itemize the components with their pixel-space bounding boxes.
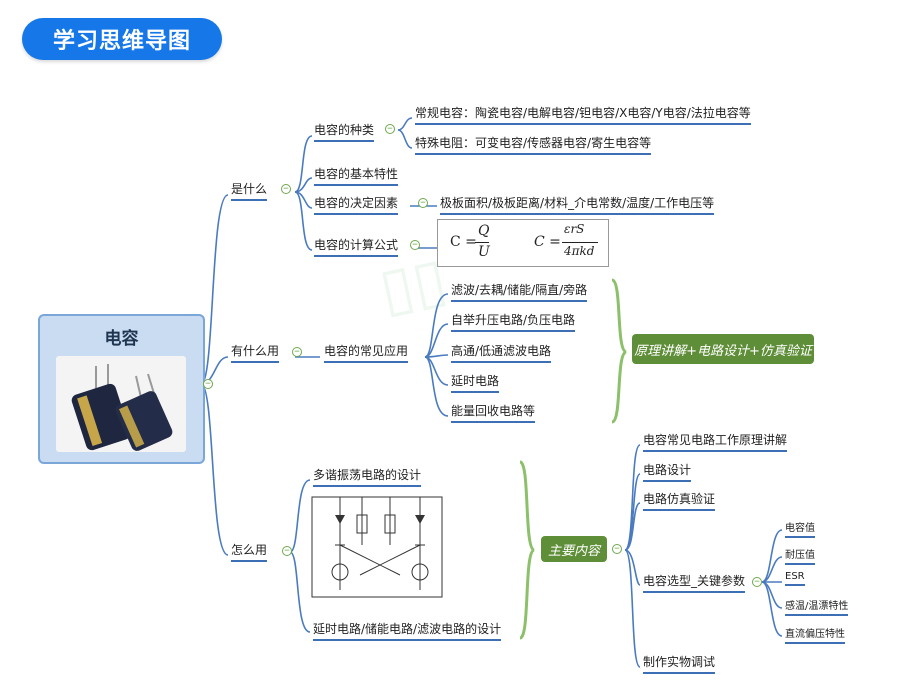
branch-use[interactable]: 有什么用 xyxy=(231,342,280,363)
node-content-3[interactable]: 电路仿真验证 xyxy=(643,490,716,511)
node-app-1[interactable]: 滤波/去耦/储能/隔直/旁路 xyxy=(451,281,588,302)
node-param-5[interactable]: 直流偏压特性 xyxy=(785,625,845,644)
formula-image: C = Q U C = εrS 4πkd xyxy=(437,219,609,267)
formula1-den: U xyxy=(478,244,490,260)
node-content-5[interactable]: 制作实物调试 xyxy=(643,653,716,674)
collapse-toggle-what[interactable]: − xyxy=(281,184,291,194)
formula1-num: Q xyxy=(478,223,490,239)
node-basic[interactable]: 电容的基本特性 xyxy=(314,165,399,186)
formula2-num: εrS xyxy=(564,222,585,236)
root-node[interactable]: 电容 xyxy=(38,314,205,464)
capacitor-image xyxy=(56,356,186,452)
node-content-4[interactable]: 电容选型_关键参数 xyxy=(643,572,746,593)
collapse-toggle-use[interactable]: − xyxy=(292,347,302,357)
connector-root-how xyxy=(200,383,229,556)
node-param-3[interactable]: ESR xyxy=(785,571,805,586)
formula2-lhs: C = xyxy=(534,234,561,250)
collapse-toggle-how[interactable]: − xyxy=(282,546,292,556)
connector-root-what xyxy=(200,194,229,385)
node-types[interactable]: 电容的种类 xyxy=(314,121,375,142)
bracket-apps xyxy=(610,278,628,424)
branch-how[interactable]: 怎么用 xyxy=(231,541,268,562)
node-param-2[interactable]: 耐压值 xyxy=(785,546,815,565)
node-apps[interactable]: 电容的常见应用 xyxy=(324,342,409,363)
node-formula[interactable]: 电容的计算公式 xyxy=(314,236,399,257)
node-design-multivibrator[interactable]: 多谐振荡电路的设计 xyxy=(313,466,422,487)
node-app-3[interactable]: 高通/低通滤波电路 xyxy=(451,342,552,363)
collapse-toggle-formula[interactable]: − xyxy=(410,240,420,250)
tag-principle-design-sim[interactable]: 原理讲解+电路设计+仿真验证 xyxy=(632,334,814,364)
page-title: 学习思维导图 xyxy=(22,18,222,60)
node-factors-value[interactable]: 极板面积/极板距离/材料_介电常数/温度/工作电压等 xyxy=(440,194,715,215)
bracket-how xyxy=(518,460,536,640)
node-param-1[interactable]: 电容值 xyxy=(785,519,815,538)
formula1-lhs: C = xyxy=(450,234,477,250)
node-factors[interactable]: 电容的决定因素 xyxy=(314,194,399,215)
node-design-others[interactable]: 延时电路/储能电路/滤波电路的设计 xyxy=(313,620,502,641)
branch-what[interactable]: 是什么 xyxy=(231,180,268,201)
tag-main-content[interactable]: 主要内容 xyxy=(541,536,607,562)
circuit-schematic xyxy=(311,496,443,598)
collapse-toggle-selection[interactable]: − xyxy=(752,577,762,587)
node-app-5[interactable]: 能量回收电路等 xyxy=(451,402,536,423)
root-label: 电容 xyxy=(104,329,139,349)
node-app-4[interactable]: 延时电路 xyxy=(451,372,500,393)
node-content-2[interactable]: 电路设计 xyxy=(643,461,692,482)
node-types-regular[interactable]: 常规电容：陶瓷电容/电解电容/钽电容/X电容/Y电容/法拉电容等 xyxy=(415,104,751,125)
collapse-toggle-factors[interactable]: − xyxy=(418,198,428,208)
node-app-2[interactable]: 自举升压电路/负压电路 xyxy=(451,311,576,332)
node-content-1[interactable]: 电容常见电路工作原理讲解 xyxy=(643,431,788,452)
node-types-special[interactable]: 特殊电阻：可变电容/传感器电容/寄生电容等 xyxy=(415,134,652,155)
node-param-4[interactable]: 感温/温漂特性 xyxy=(785,597,849,616)
collapse-toggle-root[interactable]: − xyxy=(203,379,213,389)
collapse-toggle-types[interactable]: − xyxy=(385,124,395,134)
formula2-den: 4πkd xyxy=(564,244,595,258)
collapse-toggle-main-content[interactable]: − xyxy=(612,544,622,554)
